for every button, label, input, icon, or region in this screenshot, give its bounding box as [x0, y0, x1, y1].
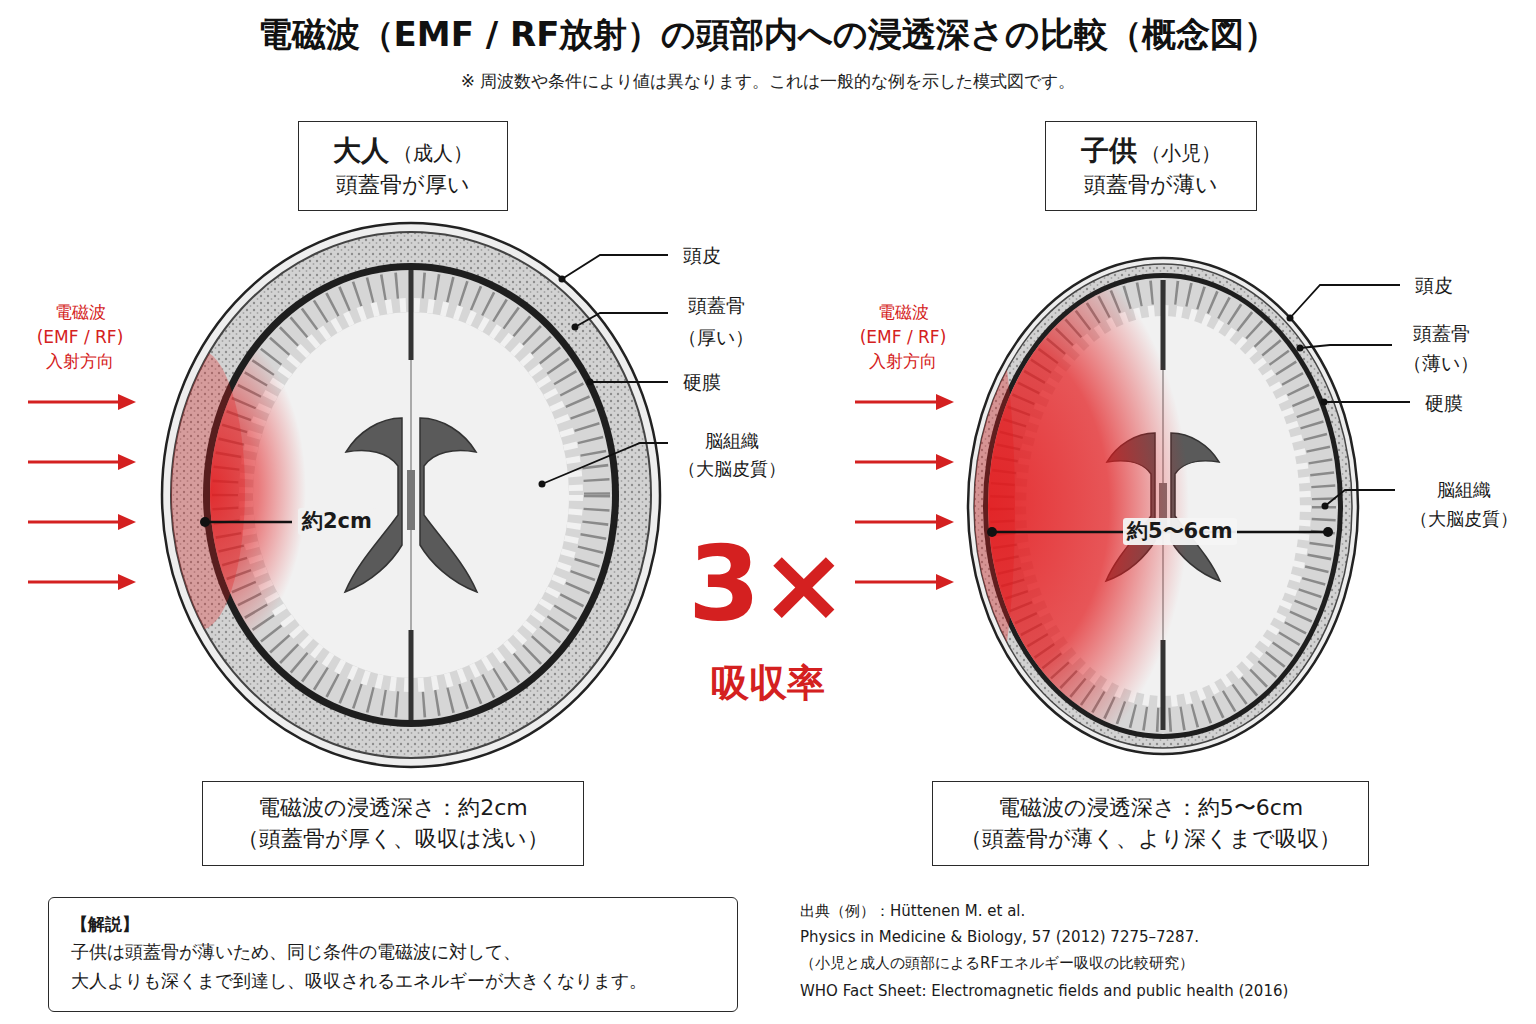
third-ventricle [407, 470, 415, 530]
text-line: 電磁波の浸透深さ：約5〜6cm [998, 793, 1304, 824]
text-line: 電磁波の浸透深さ：約2cm [258, 793, 528, 824]
arrow-shaft [855, 461, 938, 464]
text-line: （頭蓋骨が厚く、吸収は浅い） [237, 824, 549, 855]
dimension-dot [987, 527, 997, 537]
arrow-head [936, 514, 954, 530]
ratio-label: 吸収率 [711, 662, 825, 706]
arrow-head [118, 574, 136, 590]
leader-line [1325, 490, 1395, 506]
absorption-zone [789, 216, 1189, 796]
incident-arrows [28, 394, 136, 590]
box-heading: 子供 [1081, 134, 1137, 167]
leader-line [1324, 401, 1410, 403]
part-label: 硬膜 [1425, 391, 1463, 416]
box-text: （頭蓋骨が厚く、吸収は浅い） [237, 826, 549, 851]
group-header-box: 大人（成人）頭蓋骨が厚い [298, 121, 508, 211]
arrow-head [936, 394, 954, 410]
leader-dot [572, 324, 579, 331]
arrow-shaft [28, 401, 120, 404]
source-note: WHO Fact Sheet: Electromagnetic fields a… [800, 982, 1288, 1002]
adult-head [116, 223, 660, 767]
arrow-shaft [28, 521, 120, 524]
part-label: 脳組織 （大脳皮質） [672, 427, 792, 483]
leader-line [575, 313, 668, 327]
text-line: 頭蓋骨が薄い [1084, 170, 1218, 201]
leader-line [1300, 345, 1392, 348]
text-line: 子供（小児） [1081, 131, 1221, 170]
part-label: 頭皮 [683, 243, 721, 268]
part-label: 頭蓋骨 （薄い） [1400, 318, 1482, 379]
caption: ※ 周波数や条件により値は異なります。これは一般的な例を示した模式図です。 [0, 70, 1536, 92]
box-text: 頭蓋骨が薄い [1084, 172, 1218, 197]
box-text: （小児） [1141, 141, 1221, 165]
part-label: 頭皮 [1415, 273, 1453, 298]
box-heading: 電磁波の浸透深さ：約2cm [258, 795, 528, 820]
source-note: Physics in Medicine & Biology, 57 (2012)… [800, 928, 1199, 948]
leader-dot [1321, 399, 1328, 406]
arrow-shaft [28, 461, 120, 464]
leader-dots [539, 276, 594, 488]
arrow-head [118, 394, 136, 410]
dimension-label: 約2cm [298, 508, 376, 535]
leader-dot [1287, 315, 1294, 322]
ratio-number: 3× [688, 530, 848, 639]
leader-line [590, 381, 668, 383]
leader-line [1290, 285, 1400, 318]
dimension-line [205, 521, 292, 524]
leader-dot [539, 481, 546, 488]
arrow-shaft [28, 581, 120, 584]
part-label: 頭蓋骨 （厚い） [675, 289, 757, 354]
box-heading: 大人 [333, 134, 389, 167]
leader-dot [1322, 503, 1329, 510]
arrow-shaft [855, 401, 938, 404]
title: 電磁波（EMF / RF放射）の頭部内への浸透深さの比較（概念図） [0, 12, 1536, 56]
dimension-dot [1323, 527, 1333, 537]
box-text: （頭蓋骨が薄く、より深くまで吸収） [960, 826, 1341, 851]
incident-arrows [855, 394, 954, 590]
text-line: 頭蓋骨が厚い [336, 170, 470, 201]
text-line: 子供は頭蓋骨が薄いため、同じ条件の電磁波に対して、 大人よりも深くまで到達し、吸… [71, 937, 715, 996]
explanation-box: 【解説】子供は頭蓋骨が薄いため、同じ条件の電磁波に対して、 大人よりも深くまで到… [48, 897, 738, 1012]
ventricle [420, 418, 477, 592]
box-heading: 電磁波の浸透深さ：約5〜6cm [998, 795, 1304, 820]
dimension-label: 約5〜6cm [1123, 518, 1237, 545]
arrow-shaft [855, 521, 938, 524]
text-line: （頭蓋骨が薄く、より深くまで吸収） [960, 824, 1341, 855]
group-header-box: 子供（小児）頭蓋骨が薄い [1045, 121, 1257, 211]
text-line: 【解説】 [71, 913, 715, 937]
dimension-dot [200, 517, 210, 527]
arrow-shaft [855, 581, 938, 584]
child-head [789, 216, 1358, 796]
leader-lines [542, 255, 668, 484]
leader-lines [1290, 285, 1410, 506]
absorption-zone [116, 325, 306, 655]
box-text: 子供は頭蓋骨が薄いため、同じ条件の電磁波に対して、 大人よりも深くまで到達し、吸… [71, 937, 715, 996]
leader-dot [559, 276, 566, 283]
arrow-head [936, 574, 954, 590]
leader-dots [1287, 315, 1329, 510]
result-box: 電磁波の浸透深さ：約5〜6cm （頭蓋骨が薄く、より深くまで吸収） [932, 781, 1369, 866]
source-note: 出典（例）：Hüttenen M. et al. [800, 902, 1025, 922]
leader-dot [587, 379, 594, 386]
incident-label: 電磁波 (EMF / RF) 入射方向 [858, 300, 948, 374]
source-note: （小児と成人の頭部によるRFエネルギー吸収の比較研究） [800, 954, 1194, 974]
result-box: 電磁波の浸透深さ：約2cm （頭蓋骨が厚く、吸収は浅い） [202, 781, 584, 866]
leader-line [542, 443, 668, 484]
text-line: 大人（成人） [333, 131, 473, 170]
leader-dot [1297, 345, 1304, 352]
leader-line [562, 255, 668, 279]
ventricle [345, 418, 402, 592]
arrow-head [118, 454, 136, 470]
arrow-head [936, 454, 954, 470]
incident-label: 電磁波 (EMF / RF) 入射方向 [35, 300, 125, 374]
part-label: 脳組織 （大脳皮質） [1404, 476, 1524, 534]
box-heading: 【解説】 [71, 914, 139, 934]
box-text: 頭蓋骨が厚い [336, 172, 470, 197]
box-text: （成人） [393, 141, 473, 165]
part-label: 硬膜 [683, 370, 721, 395]
arrow-head [118, 514, 136, 530]
